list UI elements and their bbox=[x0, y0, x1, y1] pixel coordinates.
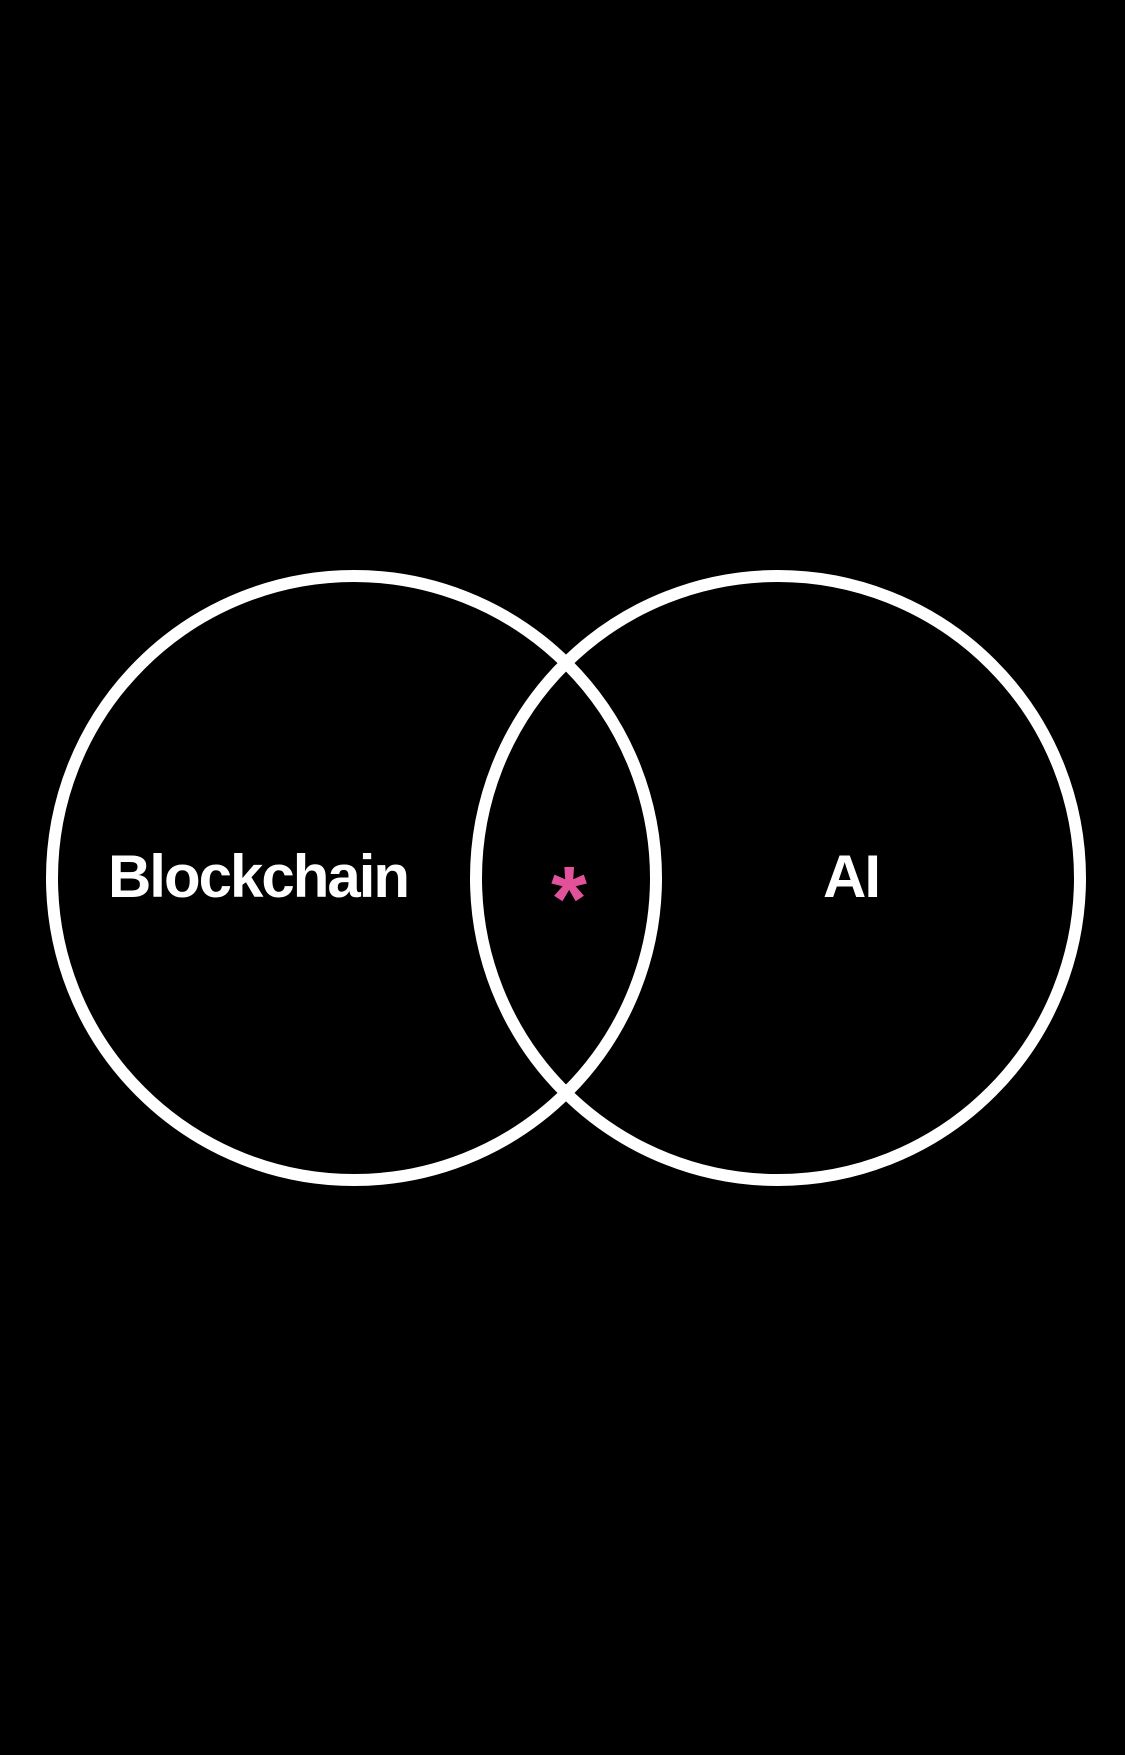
blockchain-label: Blockchain bbox=[108, 843, 408, 910]
ai-label: AI bbox=[823, 843, 879, 910]
blockchain-circle bbox=[46, 570, 662, 1186]
ai-circle bbox=[470, 570, 1086, 1186]
intersection-asterisk-icon: * bbox=[551, 848, 587, 950]
